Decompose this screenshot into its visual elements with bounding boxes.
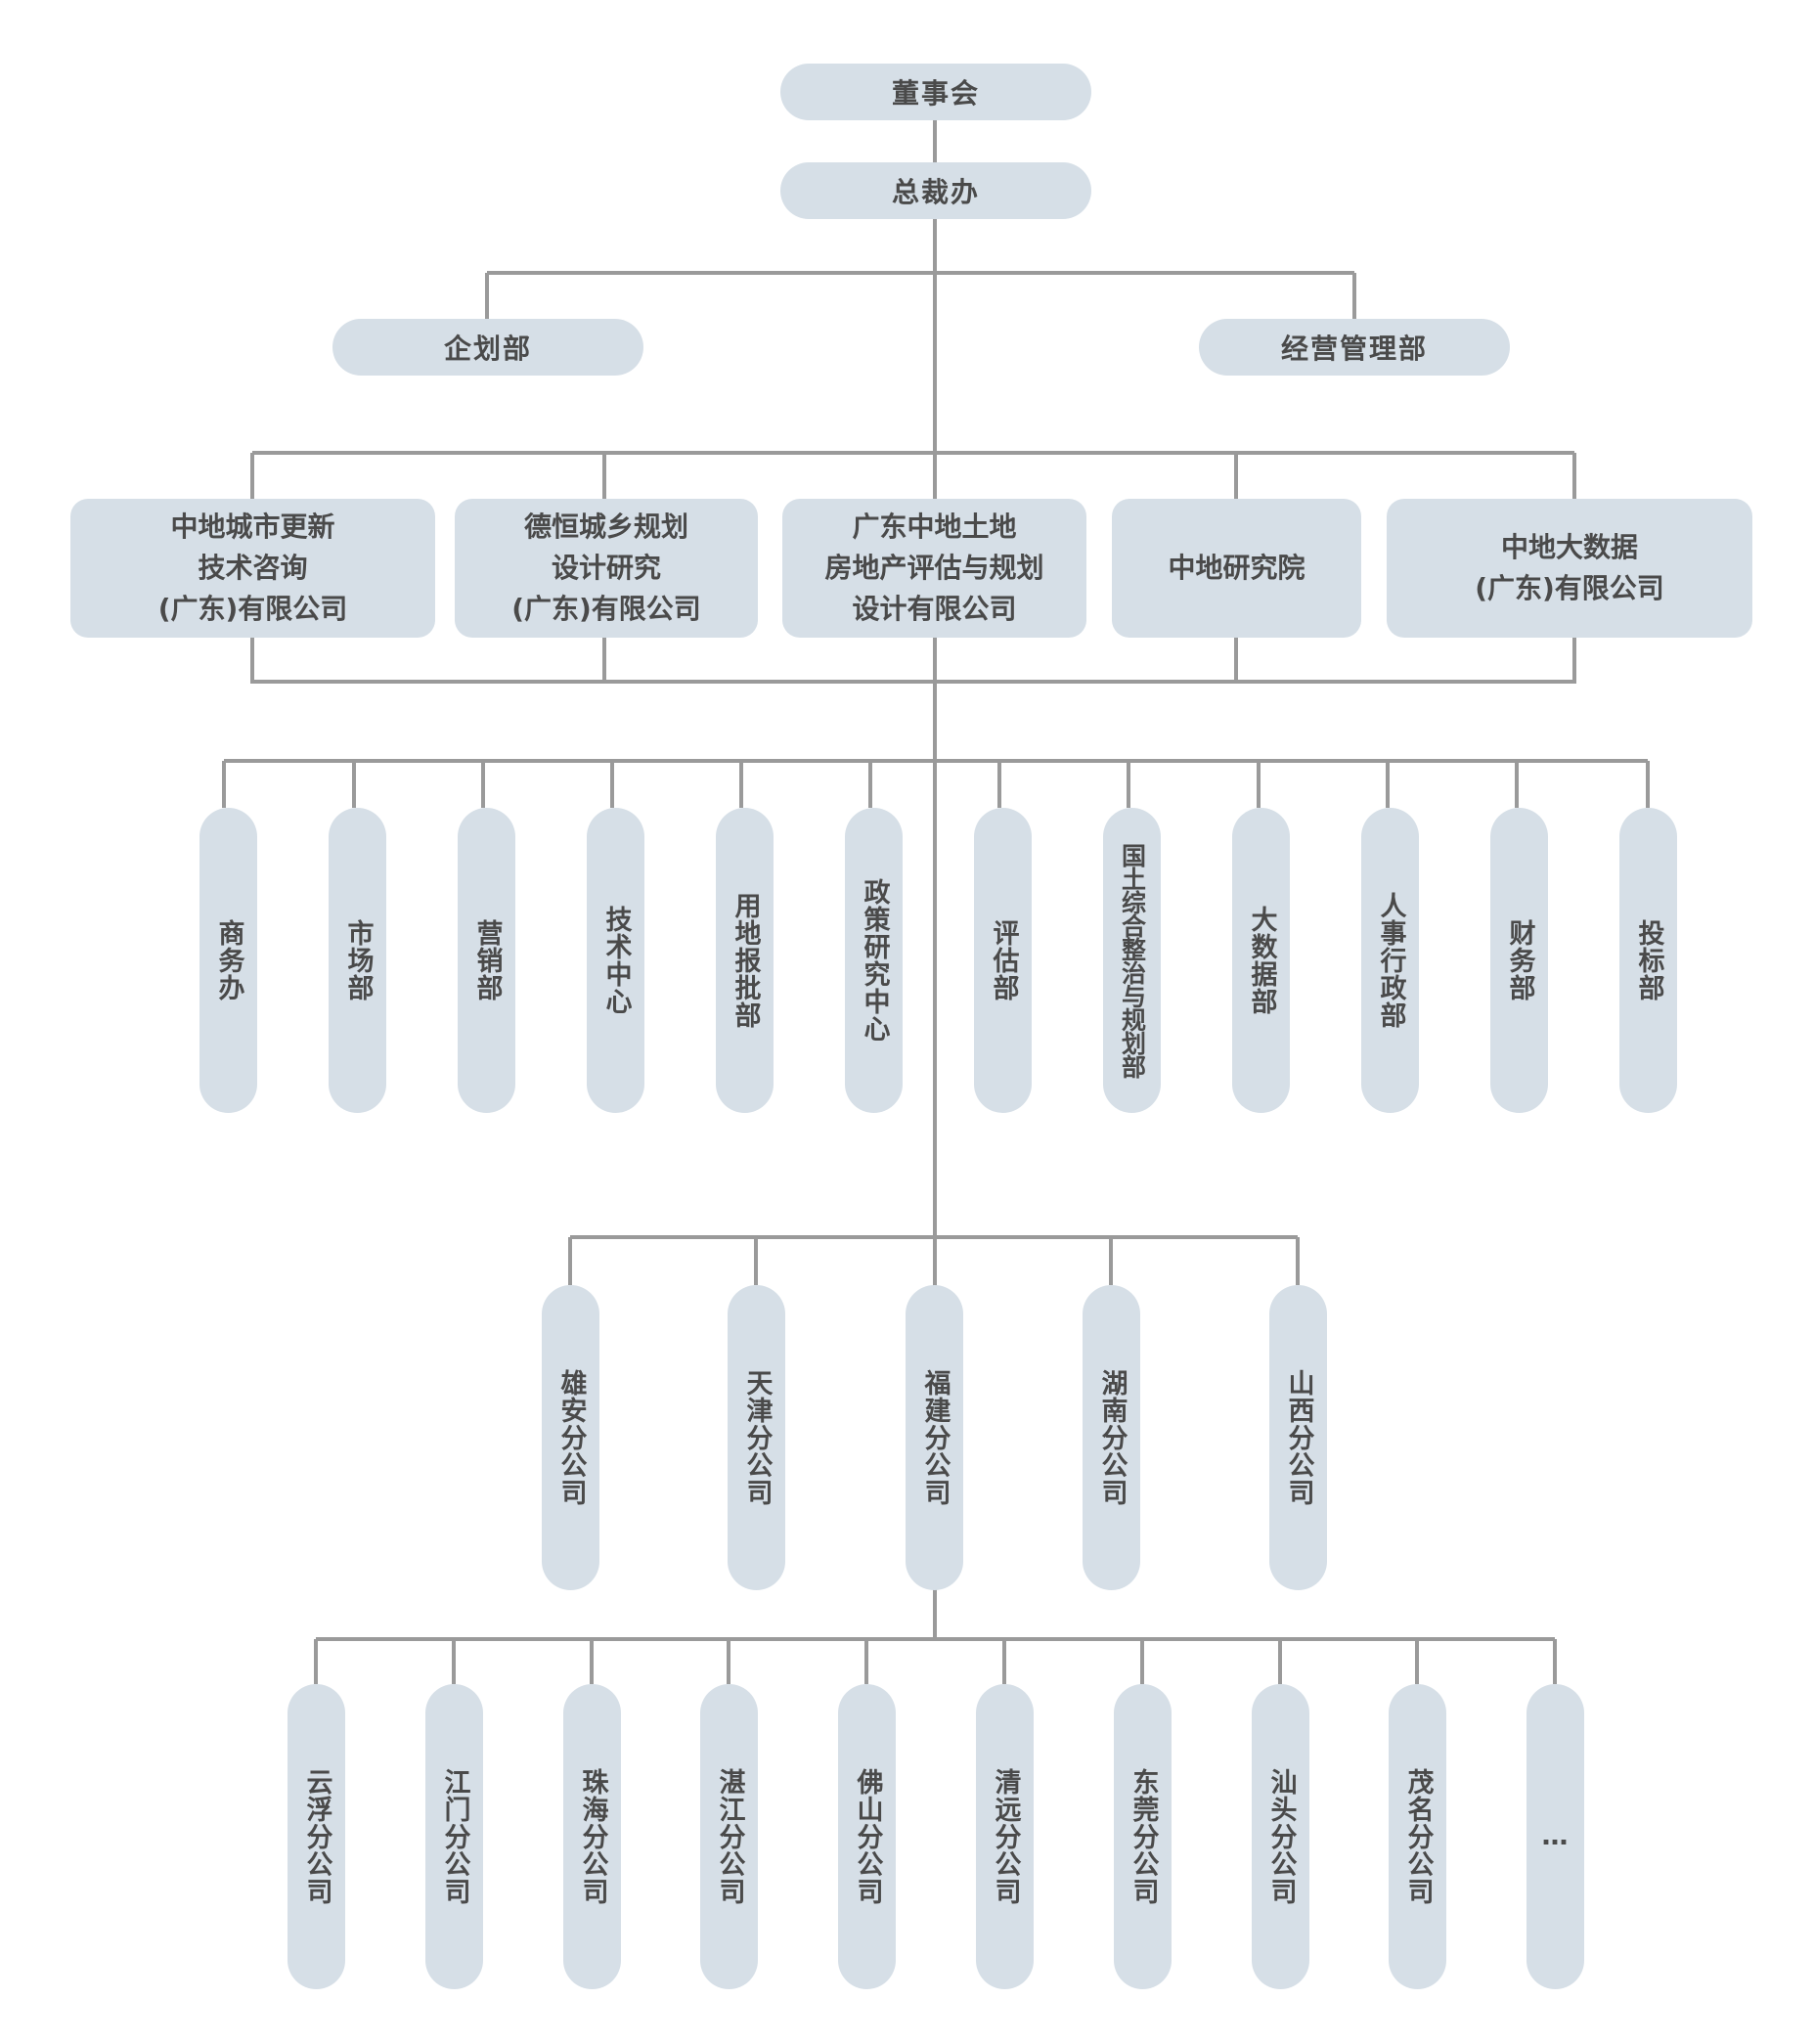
regional-branch-node: 福建分公司 <box>906 1285 963 1590</box>
regional-branch-node: 雄安分公司 <box>542 1285 599 1590</box>
department-node: 商务办 <box>199 808 257 1113</box>
department-node: 财务部 <box>1490 808 1548 1113</box>
regional-branch-node: 湖南分公司 <box>1083 1285 1140 1590</box>
guangdong-branch-node: 汕头分公司 <box>1252 1684 1309 1989</box>
department-node: 大数据部 <box>1232 808 1290 1113</box>
company-urban-renewal: 中地城市更新 技术咨询 (广东)有限公司 <box>70 499 435 638</box>
company-big-data: 中地大数据 (广东)有限公司 <box>1387 499 1752 638</box>
company-research-institute: 中地研究院 <box>1112 499 1361 638</box>
president-office-node: 总裁办 <box>780 162 1091 219</box>
guangdong-branch-node: 清远分公司 <box>976 1684 1034 1989</box>
department-node: 投标部 <box>1619 808 1677 1113</box>
department-node: 用地报批部 <box>716 808 774 1113</box>
company-guangdong-land-appraisal: 广东中地土地 房地产评估与规划 设计有限公司 <box>782 499 1086 638</box>
department-node: 市场部 <box>329 808 386 1113</box>
guangdong-branch-node: 珠海分公司 <box>563 1684 621 1989</box>
department-node: 评估部 <box>974 808 1032 1113</box>
guangdong-branch-node: 湛江分公司 <box>700 1684 758 1989</box>
department-node: 人事行政部 <box>1361 808 1419 1113</box>
board-node: 董事会 <box>780 64 1091 120</box>
more-branches-ellipsis: … <box>1526 1684 1584 1989</box>
regional-branch-node: 天津分公司 <box>728 1285 785 1590</box>
guangdong-branch-node: 云浮分公司 <box>288 1684 345 1989</box>
department-node: 政策研究中心 <box>845 808 903 1113</box>
guangdong-branch-node: 东莞分公司 <box>1114 1684 1172 1989</box>
company-deheng-planning: 德恒城乡规划 设计研究 (广东)有限公司 <box>455 499 758 638</box>
department-node: 国土综合整治与规划部 <box>1103 808 1161 1113</box>
planning-department-node: 企划部 <box>332 319 643 376</box>
guangdong-branch-node: 茂名分公司 <box>1389 1684 1446 1989</box>
department-node: 营销部 <box>458 808 515 1113</box>
guangdong-branch-node: 佛山分公司 <box>838 1684 896 1989</box>
regional-branch-node: 山西分公司 <box>1269 1285 1327 1590</box>
guangdong-branch-node: 江门分公司 <box>425 1684 483 1989</box>
operations-management-node: 经营管理部 <box>1199 319 1510 376</box>
department-node: 技术中心 <box>587 808 644 1113</box>
